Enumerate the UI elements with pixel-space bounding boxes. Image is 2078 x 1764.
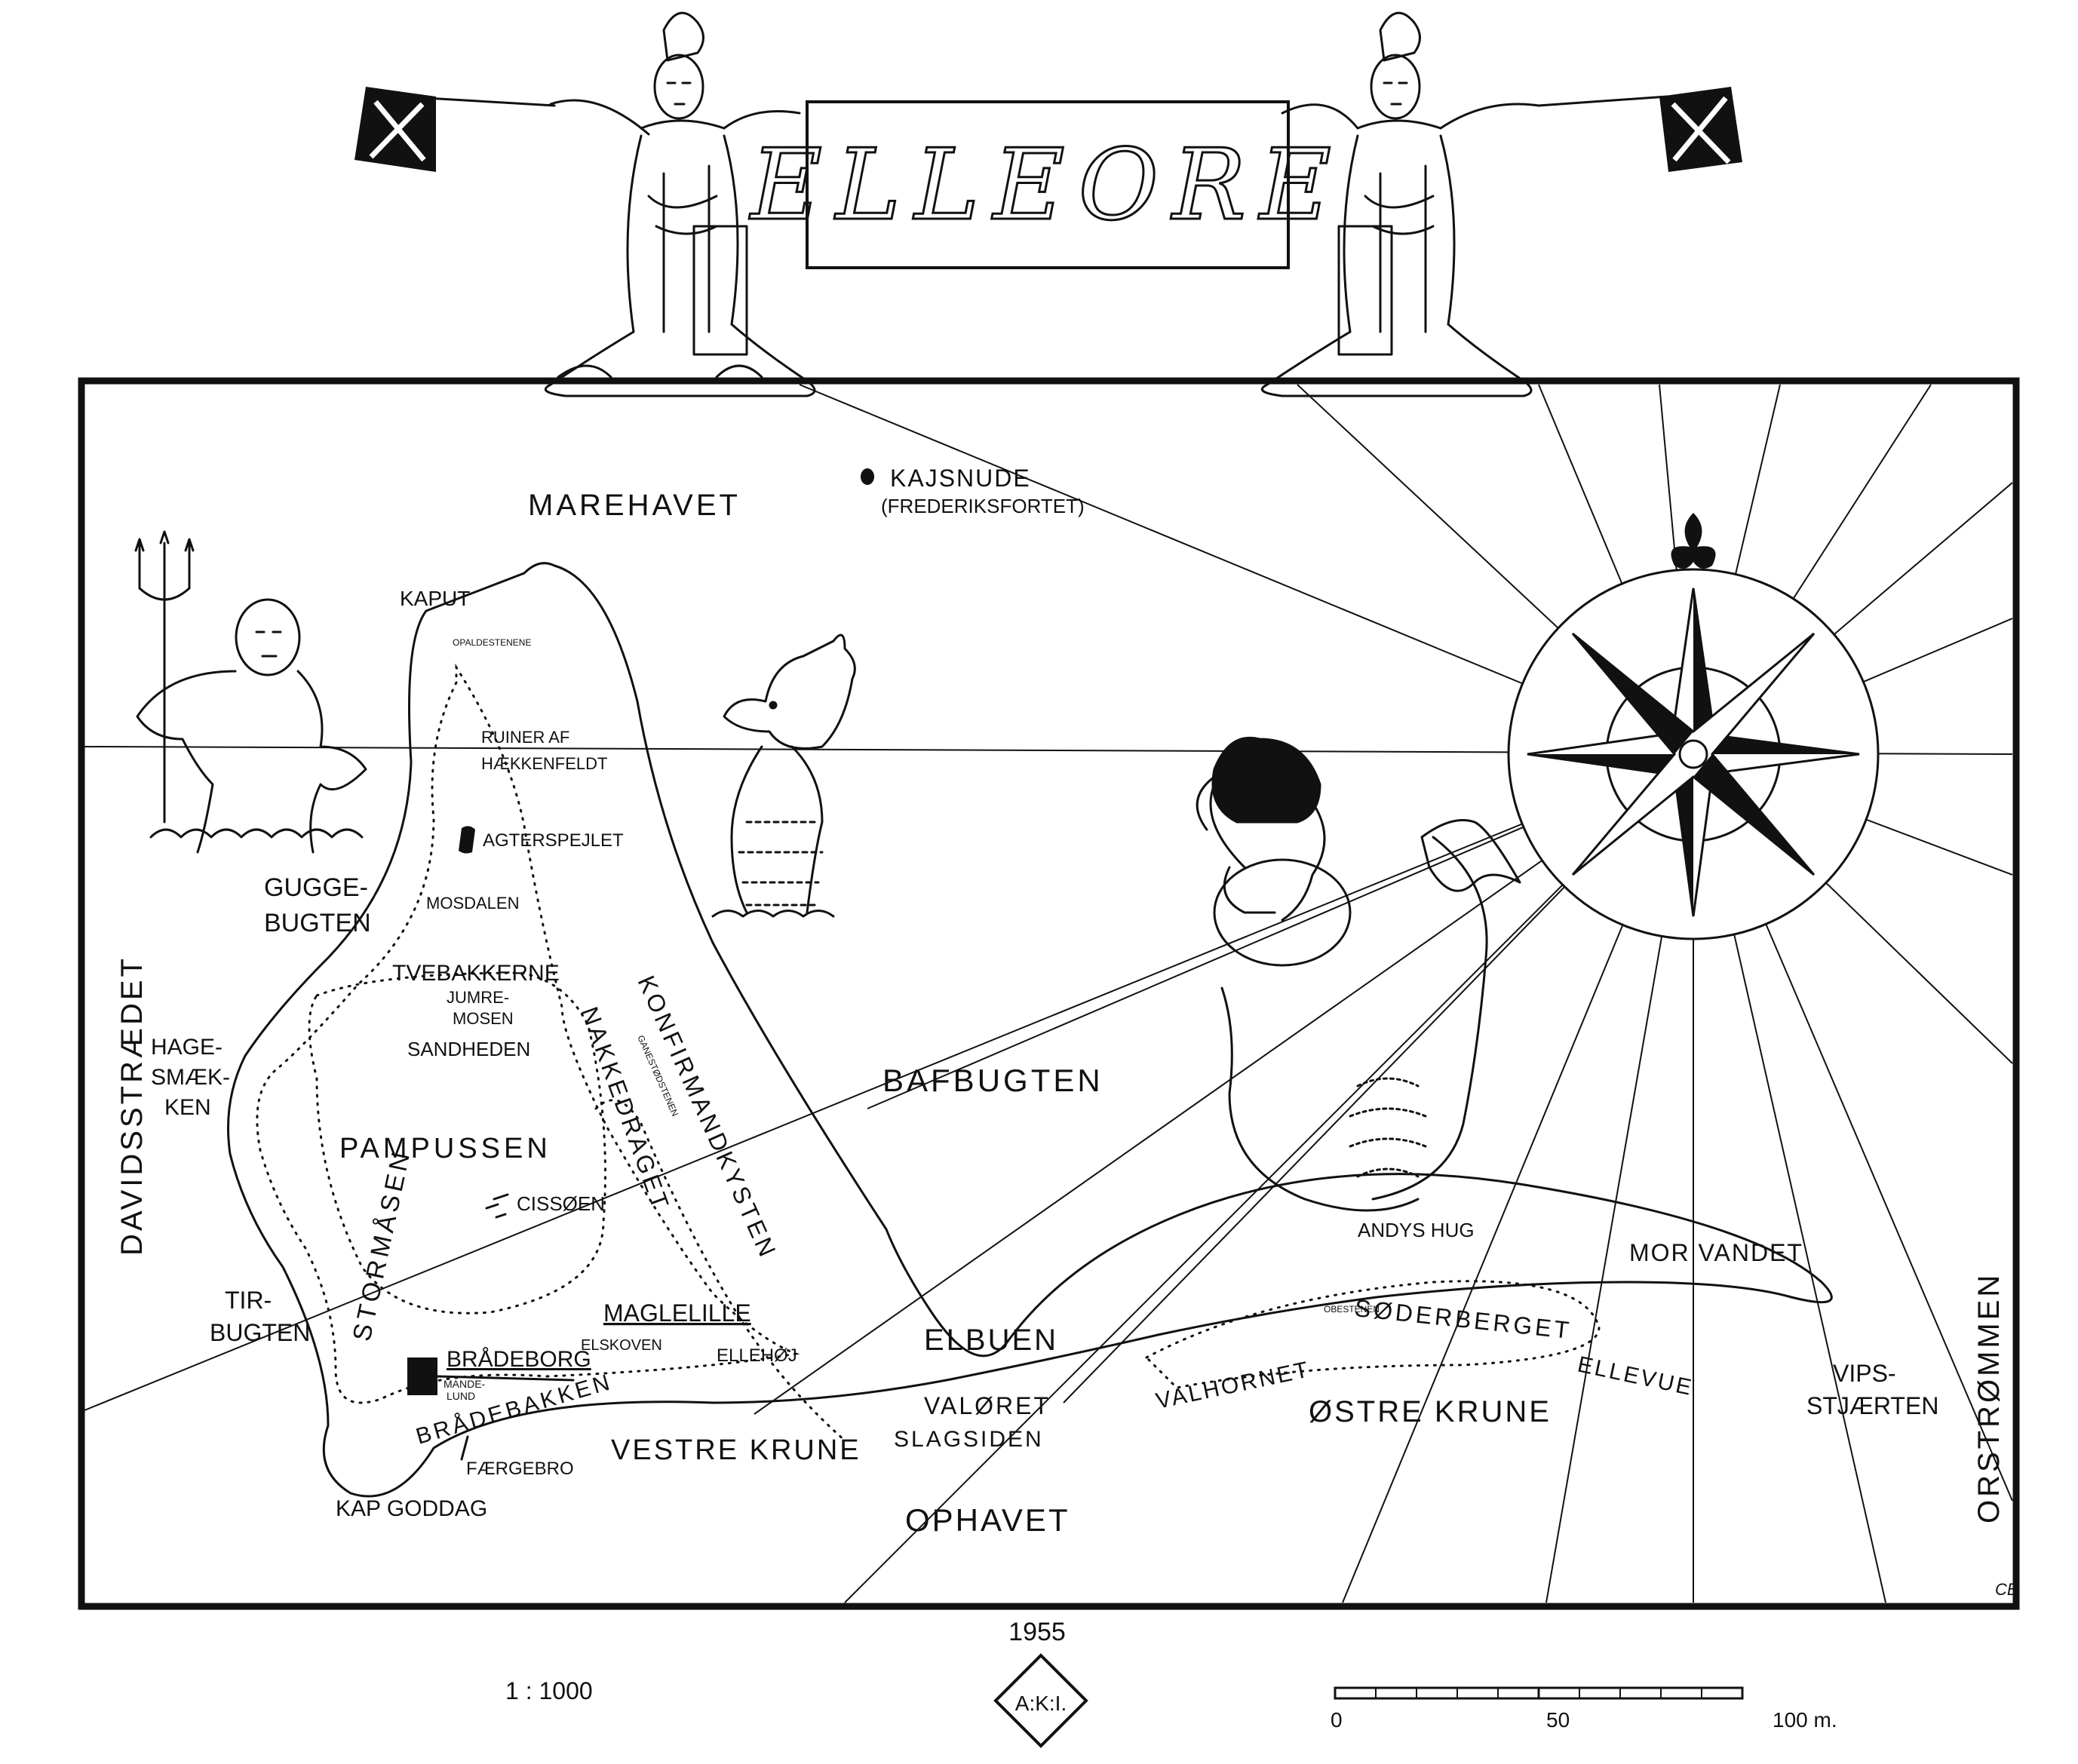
label-vips-2: STJÆRTEN: [1806, 1392, 1938, 1419]
label-opaldestenene: OPALDESTENENE: [453, 637, 531, 648]
label-maglelille: MAGLELILLE: [603, 1299, 751, 1327]
soderberget-dotted: [1144, 1280, 1601, 1389]
label-tir-2: BUGTEN: [210, 1319, 310, 1346]
title-text: ELLEORE: [749, 127, 1345, 242]
sea-labels: MAREHAVET BAFBUGTEN ELBUEN MOR VANDET OP…: [115, 489, 2006, 1538]
label-andys-hug: ANDYS HUG: [1358, 1219, 1475, 1241]
label-elbuen: ELBUEN: [924, 1324, 1058, 1357]
left-signal-flag-icon: [355, 87, 556, 172]
label-pampussen: PAMPUSSEN: [339, 1133, 551, 1164]
map-frame: [78, 377, 2020, 1610]
label-bradeborg: BRÅDEBORG: [447, 1347, 591, 1372]
label-konfirmandkysten: KONFIRMANDKYSTEN: [633, 971, 782, 1263]
label-vips-1: VIPS-: [1833, 1360, 1896, 1387]
label-kaput: KAPUT: [400, 587, 470, 610]
label-elskoven: ELSKOVEN: [581, 1337, 662, 1354]
label-mosdalen: MOSDALEN: [426, 894, 519, 913]
island-outline: [227, 562, 1833, 1498]
label-valhornet: VALHORNET: [1154, 1357, 1312, 1414]
right-figure-icon: [1260, 11, 1540, 397]
signature: CB: [1995, 1580, 2018, 1599]
label-ostre-krune: ØSTRE KRUNE: [1309, 1395, 1552, 1428]
label-slagsiden: SLAGSIDEN: [894, 1427, 1044, 1452]
label-hage-1: HAGE-: [151, 1035, 223, 1060]
label-valoret: VALØRET: [924, 1392, 1051, 1419]
label-ruiner-2: HÆKKENFELDT: [481, 754, 607, 773]
label-tvebakkerne: TVEBAKKERNE: [392, 961, 560, 986]
kajsnude-islet-icon: [861, 468, 874, 485]
compass-rays: [84, 384, 2013, 1603]
label-soderberget: SØDERBERGET: [1353, 1294, 1573, 1344]
mermaid-icon: [1196, 736, 1521, 1212]
label-kajsnude: KAJSNUDE: [890, 465, 1031, 492]
label-jumre-1: JUMRE-: [447, 988, 509, 1007]
label-davidsstraedet: DAVIDSSTRÆDET: [115, 956, 149, 1256]
sea-serpent-icon: [711, 634, 856, 918]
label-agterspejlet: AGTERSPEJLET: [483, 830, 624, 851]
label-bafbugten: BAFBUGTEN: [882, 1063, 1103, 1098]
label-mandelund-2: LUND: [447, 1390, 475, 1402]
year-label: 1955: [1008, 1618, 1066, 1646]
label-morvandet: MOR VANDET: [1629, 1239, 1803, 1266]
label-vestre-krune: VESTRE KRUNE: [611, 1434, 861, 1466]
label-frederiksfortet: (FREDERIKSFORTET): [881, 495, 1085, 517]
label-cissoen: CISSØEN: [517, 1192, 605, 1215]
label-kap-goddag: KAP GODDAG: [336, 1496, 487, 1521]
label-ellehoj: ELLEHØJ: [717, 1345, 797, 1366]
label-orstrommen: ORSTRØMMEN: [1972, 1272, 2006, 1523]
label-jumre-2: MOSEN: [453, 1009, 514, 1028]
left-figure-icon: [544, 11, 816, 397]
compass-rose-icon: [1507, 513, 1880, 940]
islet-labels: KAJSNUDE (FREDERIKSFORTET): [881, 465, 1085, 517]
bradeborg-building-icon: [407, 1358, 437, 1395]
label-hage-3: KEN: [164, 1095, 211, 1120]
label-ellevue: ELLEVUE: [1576, 1352, 1696, 1401]
scale-bar: 0 50 100 m.: [1331, 1686, 1837, 1732]
island-inner-dotted: [256, 663, 800, 1404]
pampussen-dotted: [308, 971, 606, 1315]
label-hage-2: SMÆK-: [151, 1065, 230, 1090]
neptune-trident-icon: [134, 530, 367, 854]
title-banner: ELLEORE: [748, 100, 1345, 269]
label-tir-1: TIR-: [225, 1287, 272, 1314]
label-obestenen: OBESTENEN: [1324, 1304, 1380, 1315]
right-signal-flag-icon: [1537, 87, 1742, 172]
label-ruiner-1: RUINER AF: [481, 728, 569, 747]
emblem-text: A:K:I.: [1015, 1692, 1067, 1715]
fleur-de-lis-icon: [1671, 513, 1716, 569]
label-sandheden: SANDHEDEN: [407, 1038, 530, 1060]
label-gugge-1: GUGGE-: [264, 873, 368, 902]
label-gugge-2: BUGTEN: [264, 909, 371, 937]
scale-tick-50: 50: [1546, 1708, 1570, 1732]
nakkedraget-dotted: [594, 1099, 846, 1442]
label-stormasen: STORMÅSEN: [348, 1146, 416, 1344]
scale-tick-100: 100 m.: [1773, 1708, 1837, 1732]
label-marehavet: MAREHAVET: [528, 489, 741, 522]
label-mandelund-1: MANDE-: [444, 1378, 486, 1390]
scale-tick-0: 0: [1331, 1708, 1343, 1732]
label-faergebro: FÆRGEBRO: [466, 1459, 574, 1479]
aki-emblem: A:K:I.: [993, 1653, 1088, 1748]
scale-ratio: 1 : 1000: [505, 1677, 593, 1704]
label-ophavet: OPHAVET: [905, 1502, 1070, 1538]
